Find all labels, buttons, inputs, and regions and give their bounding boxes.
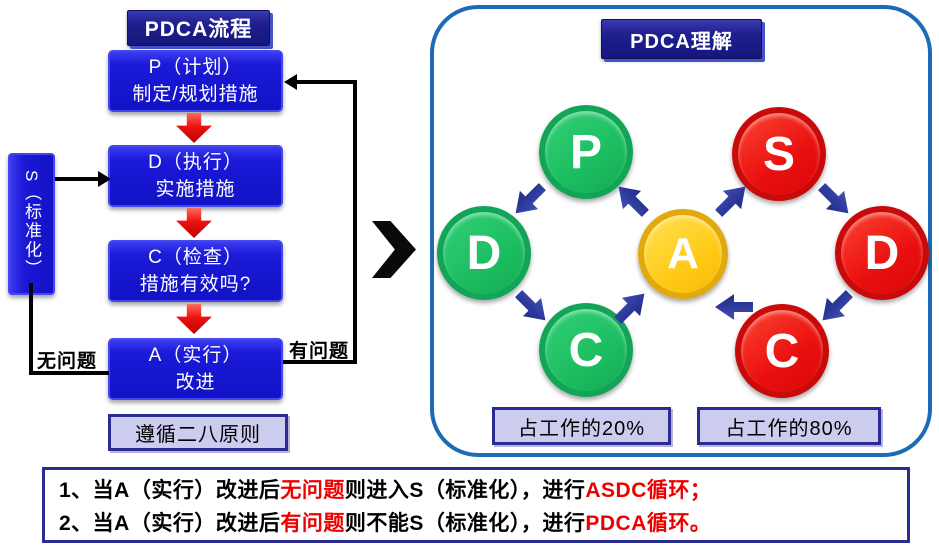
- circle-green-d: D: [437, 206, 531, 300]
- notes-box: 1、当A（实行）改进后无问题则进入S（标准化），进行ASDC循环； 2、当A（实…: [42, 467, 910, 543]
- flow-box-act-line2: 改进: [175, 372, 216, 393]
- connector-act-to-s-vertical: [29, 283, 33, 374]
- flow-box-check: C（检查） 措施有效吗?: [108, 240, 283, 302]
- circle-green-c: C: [539, 303, 633, 397]
- circle-yellow-a-letter: A: [667, 229, 699, 278]
- note-line-2: 2、当A（实行）改进后有问题则不能S（标准化），进行PDCA循环。: [59, 507, 907, 540]
- connector-s-to-do: [55, 177, 102, 181]
- flow-box-do-line1: D（执行）: [148, 152, 243, 173]
- note1-text2: 则进入S（标准化），进行: [344, 479, 586, 502]
- no-problem-label: 无问题: [37, 351, 98, 372]
- left-flow-title: PDCA流程: [127, 10, 270, 46]
- flow-box-act-line1: A（实行）: [148, 345, 243, 366]
- left-arrowhead-icon: [284, 74, 297, 90]
- note1-red2: ASDC循环；: [585, 479, 712, 502]
- circle-red-s: S: [732, 107, 826, 201]
- flow-box-do-line2: 实施措施: [155, 179, 236, 200]
- note1-red1: 无问题: [280, 479, 345, 502]
- pdca-understanding-panel: PDCA理解 P D C A S D C: [430, 5, 932, 457]
- standardize-box: S（标准化）: [8, 153, 55, 295]
- connector-act-to-s-horizontal: [29, 371, 109, 375]
- flow-box-check-line1: C（检查）: [148, 247, 243, 268]
- circle-green-p: P: [539, 105, 633, 199]
- down-arrow-icon: [176, 208, 212, 238]
- share-20-label: 占工作的20%: [492, 407, 671, 445]
- flow-box-plan-line1: P（计划）: [148, 57, 243, 78]
- transition-chevron-icon: [372, 221, 416, 278]
- flow-box-check-line2: 措施有效吗?: [139, 274, 252, 295]
- cycle-arrow-c-to-a-right-icon: [715, 293, 753, 321]
- note-line-1: 1、当A（实行）改进后无问题则进入S（标准化），进行ASDC循环；: [59, 474, 907, 507]
- flow-box-plan: P（计划） 制定/规划措施: [108, 50, 283, 112]
- circle-red-c-letter: C: [764, 324, 800, 378]
- has-problem-label: 有问题: [289, 341, 350, 362]
- connector-act-to-plan-top: [294, 80, 357, 84]
- circle-red-s-letter: S: [762, 127, 795, 181]
- circle-green-p-letter: P: [569, 125, 602, 179]
- connector-act-to-plan-vertical: [353, 80, 357, 364]
- circle-green-c-letter: C: [568, 323, 604, 377]
- circle-green-d-letter: D: [466, 226, 502, 280]
- connector-act-to-plan-bottom: [283, 360, 357, 364]
- down-arrow-icon: [176, 113, 212, 143]
- right-panel-title: PDCA理解: [601, 19, 762, 59]
- note2-red2: PDCA循环。: [585, 512, 712, 535]
- flow-box-do: D（执行） 实施措施: [108, 145, 283, 207]
- circle-red-c: C: [735, 304, 829, 398]
- circle-red-d: D: [835, 206, 929, 300]
- note2-red1: 有问题: [280, 512, 345, 535]
- right-arrowhead-icon: [98, 171, 111, 187]
- share-80-label: 占工作的80%: [697, 407, 881, 445]
- down-arrow-icon: [176, 304, 212, 334]
- principle-label: 遵循二八原则: [108, 414, 288, 451]
- note2-text2: 则不能S（标准化），进行: [344, 512, 586, 535]
- circle-yellow-a: A: [638, 209, 728, 299]
- note2-text1: 2、当A（实行）改进后: [59, 512, 281, 535]
- flow-box-plan-line2: 制定/规划措施: [132, 84, 259, 105]
- circle-red-d-letter: D: [864, 226, 900, 280]
- flow-box-act: A（实行） 改进: [108, 338, 283, 400]
- note1-text1: 1、当A（实行）改进后: [59, 479, 281, 502]
